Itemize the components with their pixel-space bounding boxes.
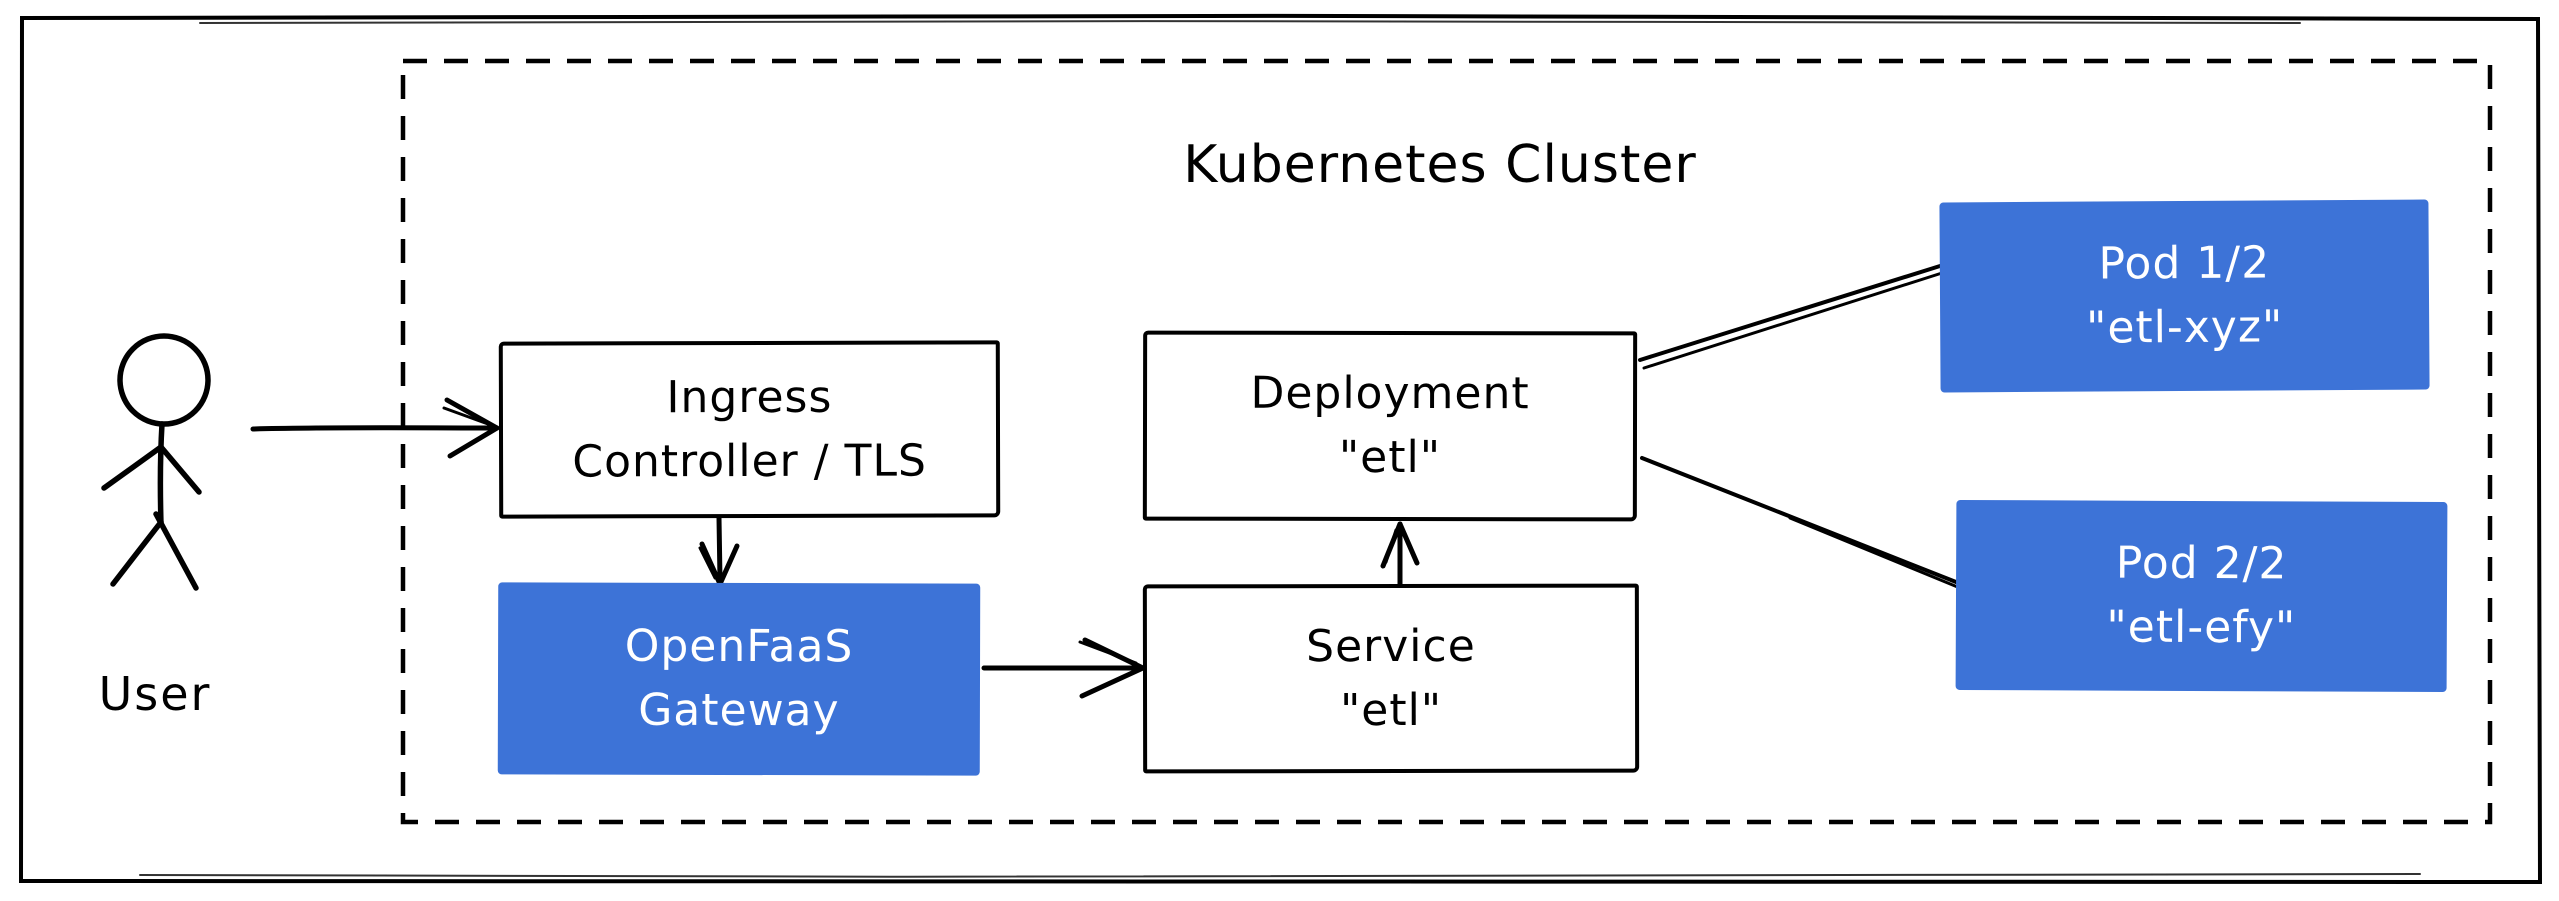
node-label-line: "etl": [1338, 431, 1442, 484]
edge-ingress-to-gateway: [698, 515, 740, 587]
node-label-line: Ingress: [666, 371, 833, 423]
node-label-line: OpenFaaS: [624, 620, 854, 673]
edge-service-to-deployment: [1380, 521, 1420, 587]
cluster-title: Kubernetes Cluster: [1183, 135, 1697, 195]
node-label-line: Deployment: [1250, 367, 1530, 420]
edge-gateway-to-service: [981, 637, 1146, 699]
node-pod-2: Pod 2/2 "etl-efy": [1955, 499, 2448, 693]
node-label-line: Pod 2/2: [2115, 537, 2288, 590]
node-deployment-etl: Deployment "etl": [1142, 330, 1638, 522]
edge-deployment-to-pod2: [1640, 456, 1962, 590]
user-stick-figure-icon: [101, 333, 211, 591]
node-label-line: "etl-efy": [2106, 601, 2297, 654]
node-pod-1: Pod 1/2 "etl-xyz": [1939, 199, 2430, 393]
node-ingress-controller: Ingress Controller / TLS: [498, 340, 1001, 519]
node-label-line: Service: [1306, 620, 1476, 672]
node-label-line: Controller / TLS: [572, 435, 927, 487]
edge-user-to-ingress: [250, 397, 500, 459]
edge-deployment-to-pod1: [1638, 264, 1944, 370]
node-label-line: "etl": [1339, 684, 1443, 736]
node-label-line: "etl-xyz": [2085, 301, 2284, 354]
user-label: User: [98, 667, 212, 721]
node-openfaas-gateway: OpenFaaS Gateway: [497, 582, 981, 776]
node-service-etl: Service "etl": [1142, 583, 1640, 774]
node-label-line: Gateway: [638, 684, 840, 737]
node-label-line: Pod 1/2: [2098, 237, 2271, 290]
